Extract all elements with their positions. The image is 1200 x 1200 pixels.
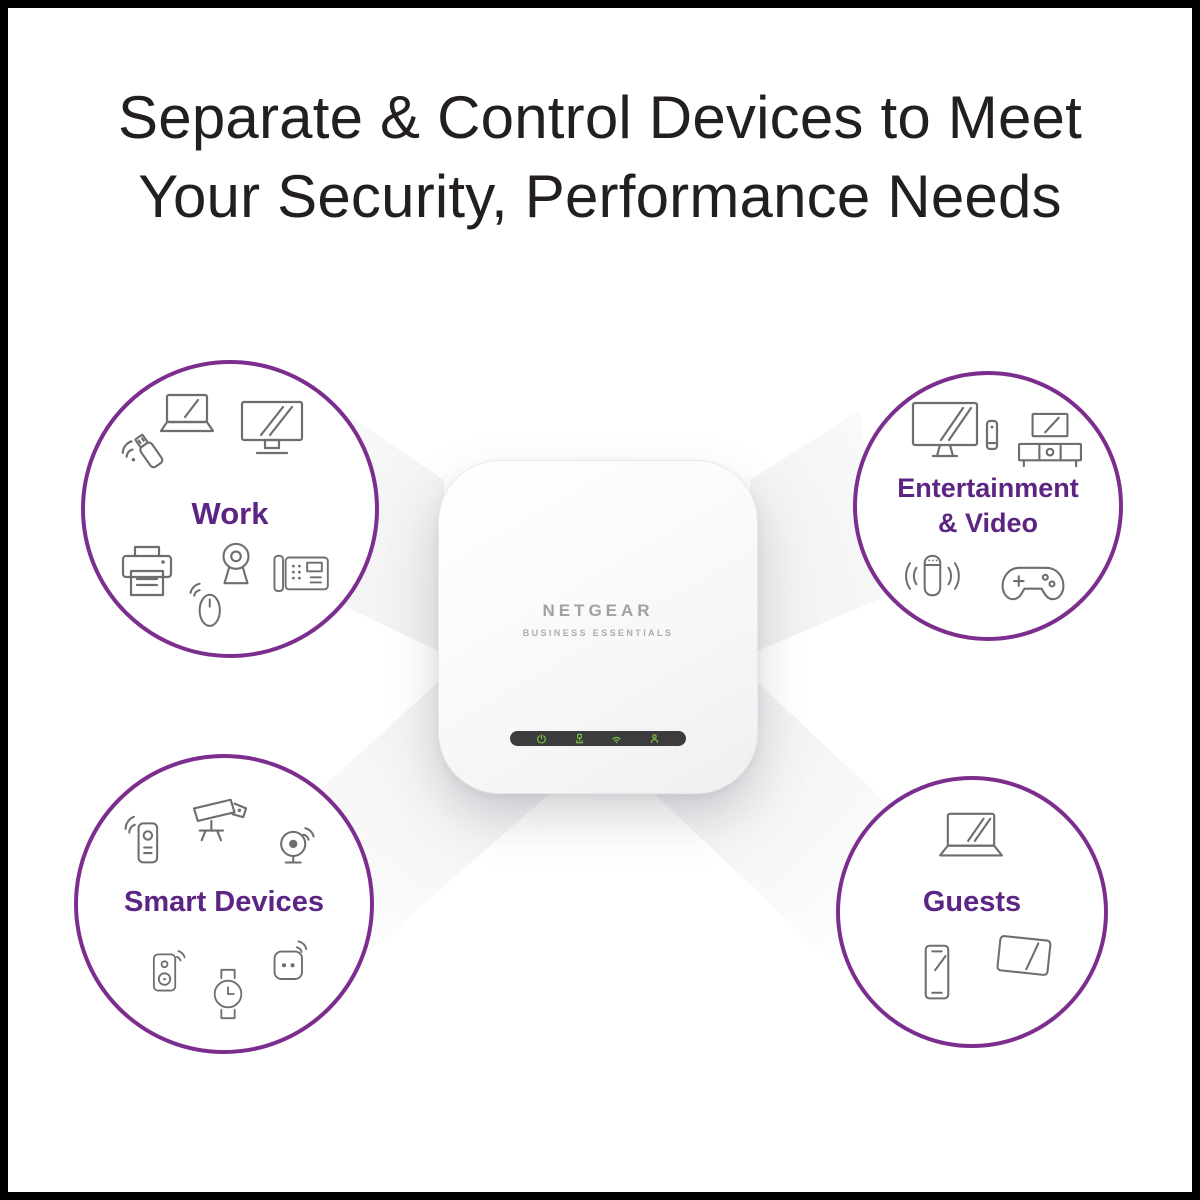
- page-title: Separate & Control Devices to Meet Your …: [8, 78, 1192, 236]
- printer-icon: [115, 542, 179, 602]
- tablet-icon: [990, 928, 1058, 982]
- usb-wifi-adapter-icon: [115, 420, 177, 482]
- beam-to-entertainment: [750, 410, 882, 654]
- led-wifi-5g-icon: [650, 734, 658, 744]
- tv-with-remote-icon: [909, 399, 1001, 461]
- led-indicator-bar: [510, 731, 686, 746]
- title-line-2: Your Security, Performance Needs: [138, 163, 1062, 231]
- smartwatch-icon: [208, 964, 248, 1024]
- smart-devices-group: Smart Devices: [74, 754, 374, 1054]
- netgear-logo: NETGEAR: [542, 601, 654, 620]
- game-controller-icon: [995, 557, 1071, 609]
- smart-devices-label: Smart Devices: [124, 886, 324, 918]
- wireless-mouse-icon: [185, 576, 229, 630]
- guests-label: Guests: [922, 886, 1022, 918]
- smartphone-icon: [918, 942, 956, 1004]
- business-essentials-label: BUSINESS ESSENTIALS: [522, 628, 674, 638]
- wifi-camera-icon: [270, 816, 322, 870]
- entertainment-label-line-2: & Video: [937, 508, 1039, 539]
- laptop-icon: [928, 810, 1014, 866]
- media-console-icon: [1015, 411, 1085, 471]
- wireless-speaker-icon: [144, 942, 190, 998]
- title-line-1: Separate & Control Devices to Meet: [118, 84, 1082, 151]
- entertainment-label: Entertainment & Video: [857, 471, 1119, 541]
- work-device-group: Work: [81, 360, 379, 658]
- smart-plug-icon: [266, 936, 314, 986]
- work-label: Work: [191, 496, 269, 531]
- smart-remote-icon: [120, 810, 172, 872]
- entertainment-device-group: Entertainment & Video: [853, 371, 1123, 641]
- led-ethernet-icon: [575, 733, 583, 744]
- smart-speaker-icon: [899, 549, 965, 603]
- desk-phone-icon: [271, 550, 333, 596]
- webcam-icon: [213, 538, 259, 590]
- guests-device-group: Guests: [836, 776, 1108, 1048]
- led-wifi-2g-icon: [612, 736, 621, 744]
- led-power-icon: [537, 734, 547, 744]
- laptop-icon: [151, 390, 223, 438]
- entertainment-label-line-1: Entertainment: [897, 473, 1079, 503]
- security-camera-icon: [182, 792, 260, 848]
- access-point: NETGEAR BUSINESS ESSENTIALS: [438, 460, 758, 794]
- desktop-monitor-icon: [233, 398, 311, 460]
